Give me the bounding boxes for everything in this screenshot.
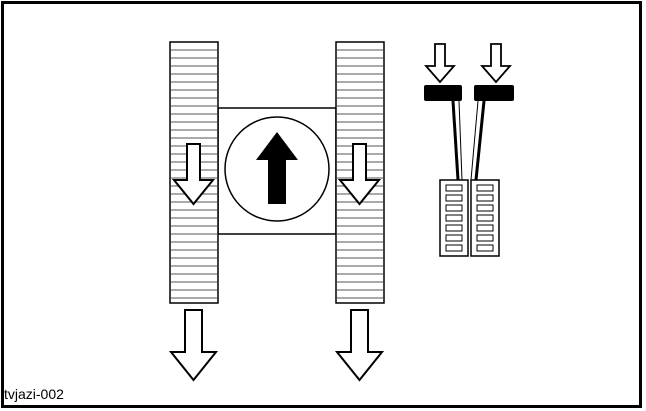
lever-left-down-arrow (424, 43, 456, 84)
bottom-left-down-arrow (168, 309, 219, 382)
pedal-slot (476, 194, 494, 202)
pedal-slot (476, 204, 494, 212)
pedal-slot (476, 224, 494, 232)
pedal-slot (445, 234, 463, 242)
pedal-slot (445, 204, 463, 212)
left-pedal (439, 179, 469, 257)
bottom-right-down-arrow (334, 309, 385, 382)
pedal-slot (476, 244, 494, 252)
pedal-slot (445, 214, 463, 222)
track-right-down-arrow (337, 143, 382, 206)
pedal-slot (445, 224, 463, 232)
pedal-slot (445, 184, 463, 192)
pedal-slot (476, 234, 494, 242)
pedal-slot (445, 194, 463, 202)
right-pedal (470, 179, 500, 257)
right-lever (470, 85, 514, 181)
lever-right-down-arrow (480, 43, 512, 84)
left-lever (424, 85, 463, 181)
track-left-down-arrow (171, 143, 216, 206)
forward-indicator (224, 116, 330, 222)
pedal-slot (476, 184, 494, 192)
pedal-slot (476, 214, 494, 222)
figure-caption: tvjazi-002 (4, 386, 64, 402)
up-arrow-icon (256, 132, 298, 204)
pedal-slot (445, 244, 463, 252)
